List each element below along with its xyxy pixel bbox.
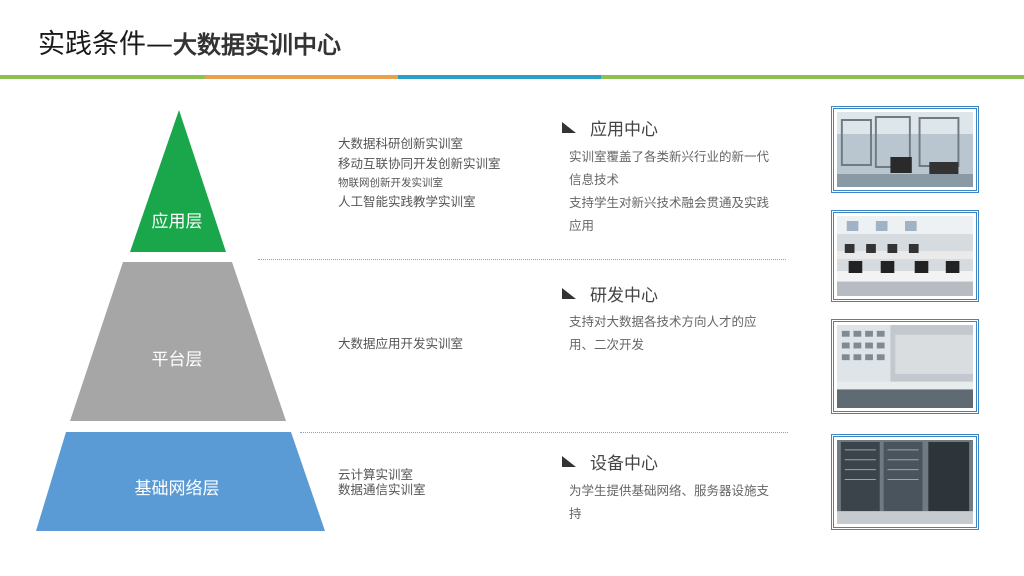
- title-sub: 大数据实训中心: [173, 31, 341, 59]
- page-title: 实践条件—大数据实训中心: [38, 22, 341, 61]
- server-room-photo: [831, 434, 979, 530]
- pyramid-middle-layer: [70, 262, 286, 421]
- lab-list-network: 云计算实训室 数据通信实训室: [338, 467, 426, 497]
- lab-item: 人工智能实践教学实训室: [338, 194, 476, 209]
- pyramid-top-layer: [130, 110, 226, 252]
- pyramid-bottom-layer: [36, 432, 325, 531]
- lab-item: 数据通信实训室: [338, 482, 426, 497]
- lab-item: 大数据应用开发实训室: [338, 336, 464, 351]
- center-desc-equipment: 为学生提供基础网络、服务器设施支持: [569, 483, 770, 521]
- title-rule-lime: [601, 75, 1024, 79]
- lab-item: 移动互联协同开发创新实训室: [338, 156, 501, 171]
- center-heading-rnd: 研发中心: [562, 281, 658, 306]
- triangle-bullet-icon: [562, 122, 576, 133]
- center-desc-rnd: 支持对大数据各技术方向人才的应用、二次开发: [569, 314, 757, 352]
- title-main: 实践条件—: [38, 29, 173, 60]
- separator-1: [258, 259, 786, 260]
- equipment-lab-photo: [831, 319, 979, 414]
- lab-item: 物联网创新开发实训室: [338, 177, 443, 189]
- computer-lab-photo: [831, 210, 979, 302]
- layer-label-platform: 平台层: [151, 350, 203, 370]
- layer-label-application: 应用层: [151, 212, 203, 232]
- triangle-bullet-icon: [562, 456, 576, 467]
- lab-list-platform: 大数据应用开发实训室: [338, 334, 463, 354]
- center-heading-application: 应用中心: [562, 115, 658, 140]
- lab-item: 大数据科研创新实训室: [338, 136, 464, 151]
- center-heading-equipment: 设备中心: [562, 449, 658, 474]
- title-rule-teal: [398, 75, 601, 79]
- lab-list-application: 大数据科研创新实训室 移动互联协同开发创新实训室 物联网创新开发实训室 人工智能…: [338, 134, 501, 212]
- title-rule-orange: [205, 75, 398, 79]
- pyramid-diagram: [36, 110, 325, 531]
- lab-item: 云计算实训室: [338, 467, 414, 482]
- triangle-bullet-icon: [562, 288, 576, 299]
- separator-2: [300, 432, 788, 433]
- center-desc-application: 实训室覆盖了各类新兴行业的新一代信息技术 支持学生对新兴技术融会贯通及实践应用: [569, 149, 770, 233]
- title-rule-green: [0, 75, 205, 79]
- lab-room-photo: [831, 106, 979, 193]
- layer-label-network: 基础网络层: [134, 479, 220, 499]
